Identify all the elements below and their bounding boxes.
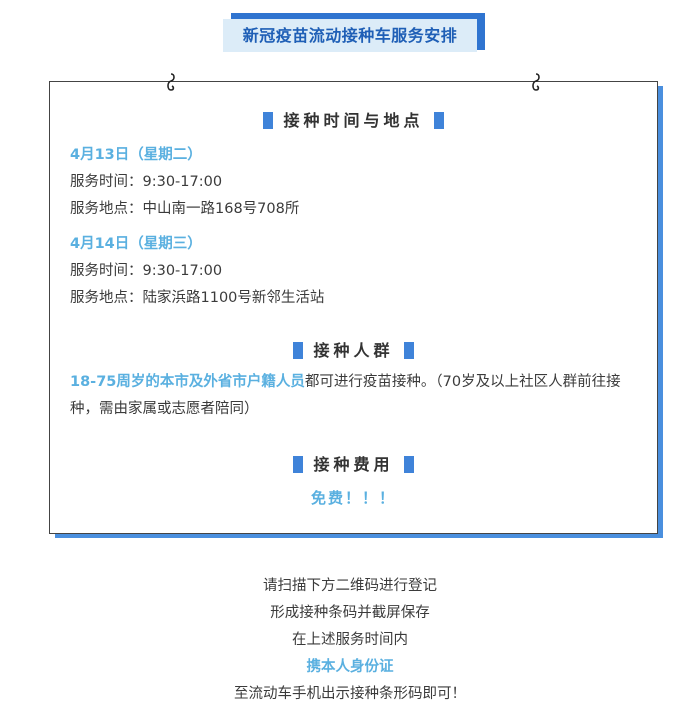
population-highlight: 18-75周岁的本市及外省市户籍人员 — [70, 374, 305, 390]
footer-line-4: 携本人身份证 — [306, 659, 394, 675]
heading-bar-left — [293, 456, 304, 473]
footer-line-3: 在上述服务时间内 — [292, 632, 408, 648]
schedule-time-1: 服务时间：9:30-17:00 — [70, 174, 223, 190]
fee-value: 免费！！！ — [310, 489, 396, 507]
schedule-date-1: 4月13日（星期二） — [70, 147, 202, 163]
footer-line-5: 至流动车手机出示接种条形码即可！ — [234, 686, 466, 702]
fee-heading: 接种费用 — [50, 451, 657, 475]
heading-bar-left — [293, 342, 304, 359]
population-detail: 都可进行疫苗接种。（70岁及以上社区人群前往接种，需由家属或志愿者陪同） — [70, 374, 621, 417]
population-heading: 接种人群 — [50, 337, 657, 361]
schedule-place-2: 服务地点：陆家浜路1100号新邻生活站 — [70, 290, 325, 306]
heading-bar-right — [403, 456, 414, 473]
title-banner: 新冠疫苗流动接种车服务安排 — [223, 13, 485, 52]
footer-line-1: 请扫描下方二维码进行登记 — [263, 578, 437, 594]
schedule-place-1: 服务地点：中山南一路168号708所 — [70, 201, 300, 217]
footer-line-2: 形成接种条码并截屏保存 — [270, 605, 430, 621]
binder-ring-icon — [166, 73, 176, 93]
heading-bar-right — [403, 342, 414, 359]
binder-ring-icon — [531, 73, 541, 93]
population-text: 18-75周岁的本市及外省市户籍人员都可进行疫苗接种。（70岁及以上社区人群前往… — [70, 369, 640, 423]
schedule-date-2: 4月14日（星期三） — [70, 236, 202, 252]
banner-title: 新冠疫苗流动接种车服务安排 — [223, 19, 477, 52]
info-card: 接种时间与地点 4月13日（星期二） 服务时间：9:30-17:00 服务地点：… — [49, 73, 658, 534]
schedule-heading: 接种时间与地点 — [50, 107, 657, 131]
heading-bar-left — [263, 112, 274, 129]
heading-bar-right — [433, 112, 444, 129]
schedule-time-2: 服务时间：9:30-17:00 — [70, 263, 223, 279]
